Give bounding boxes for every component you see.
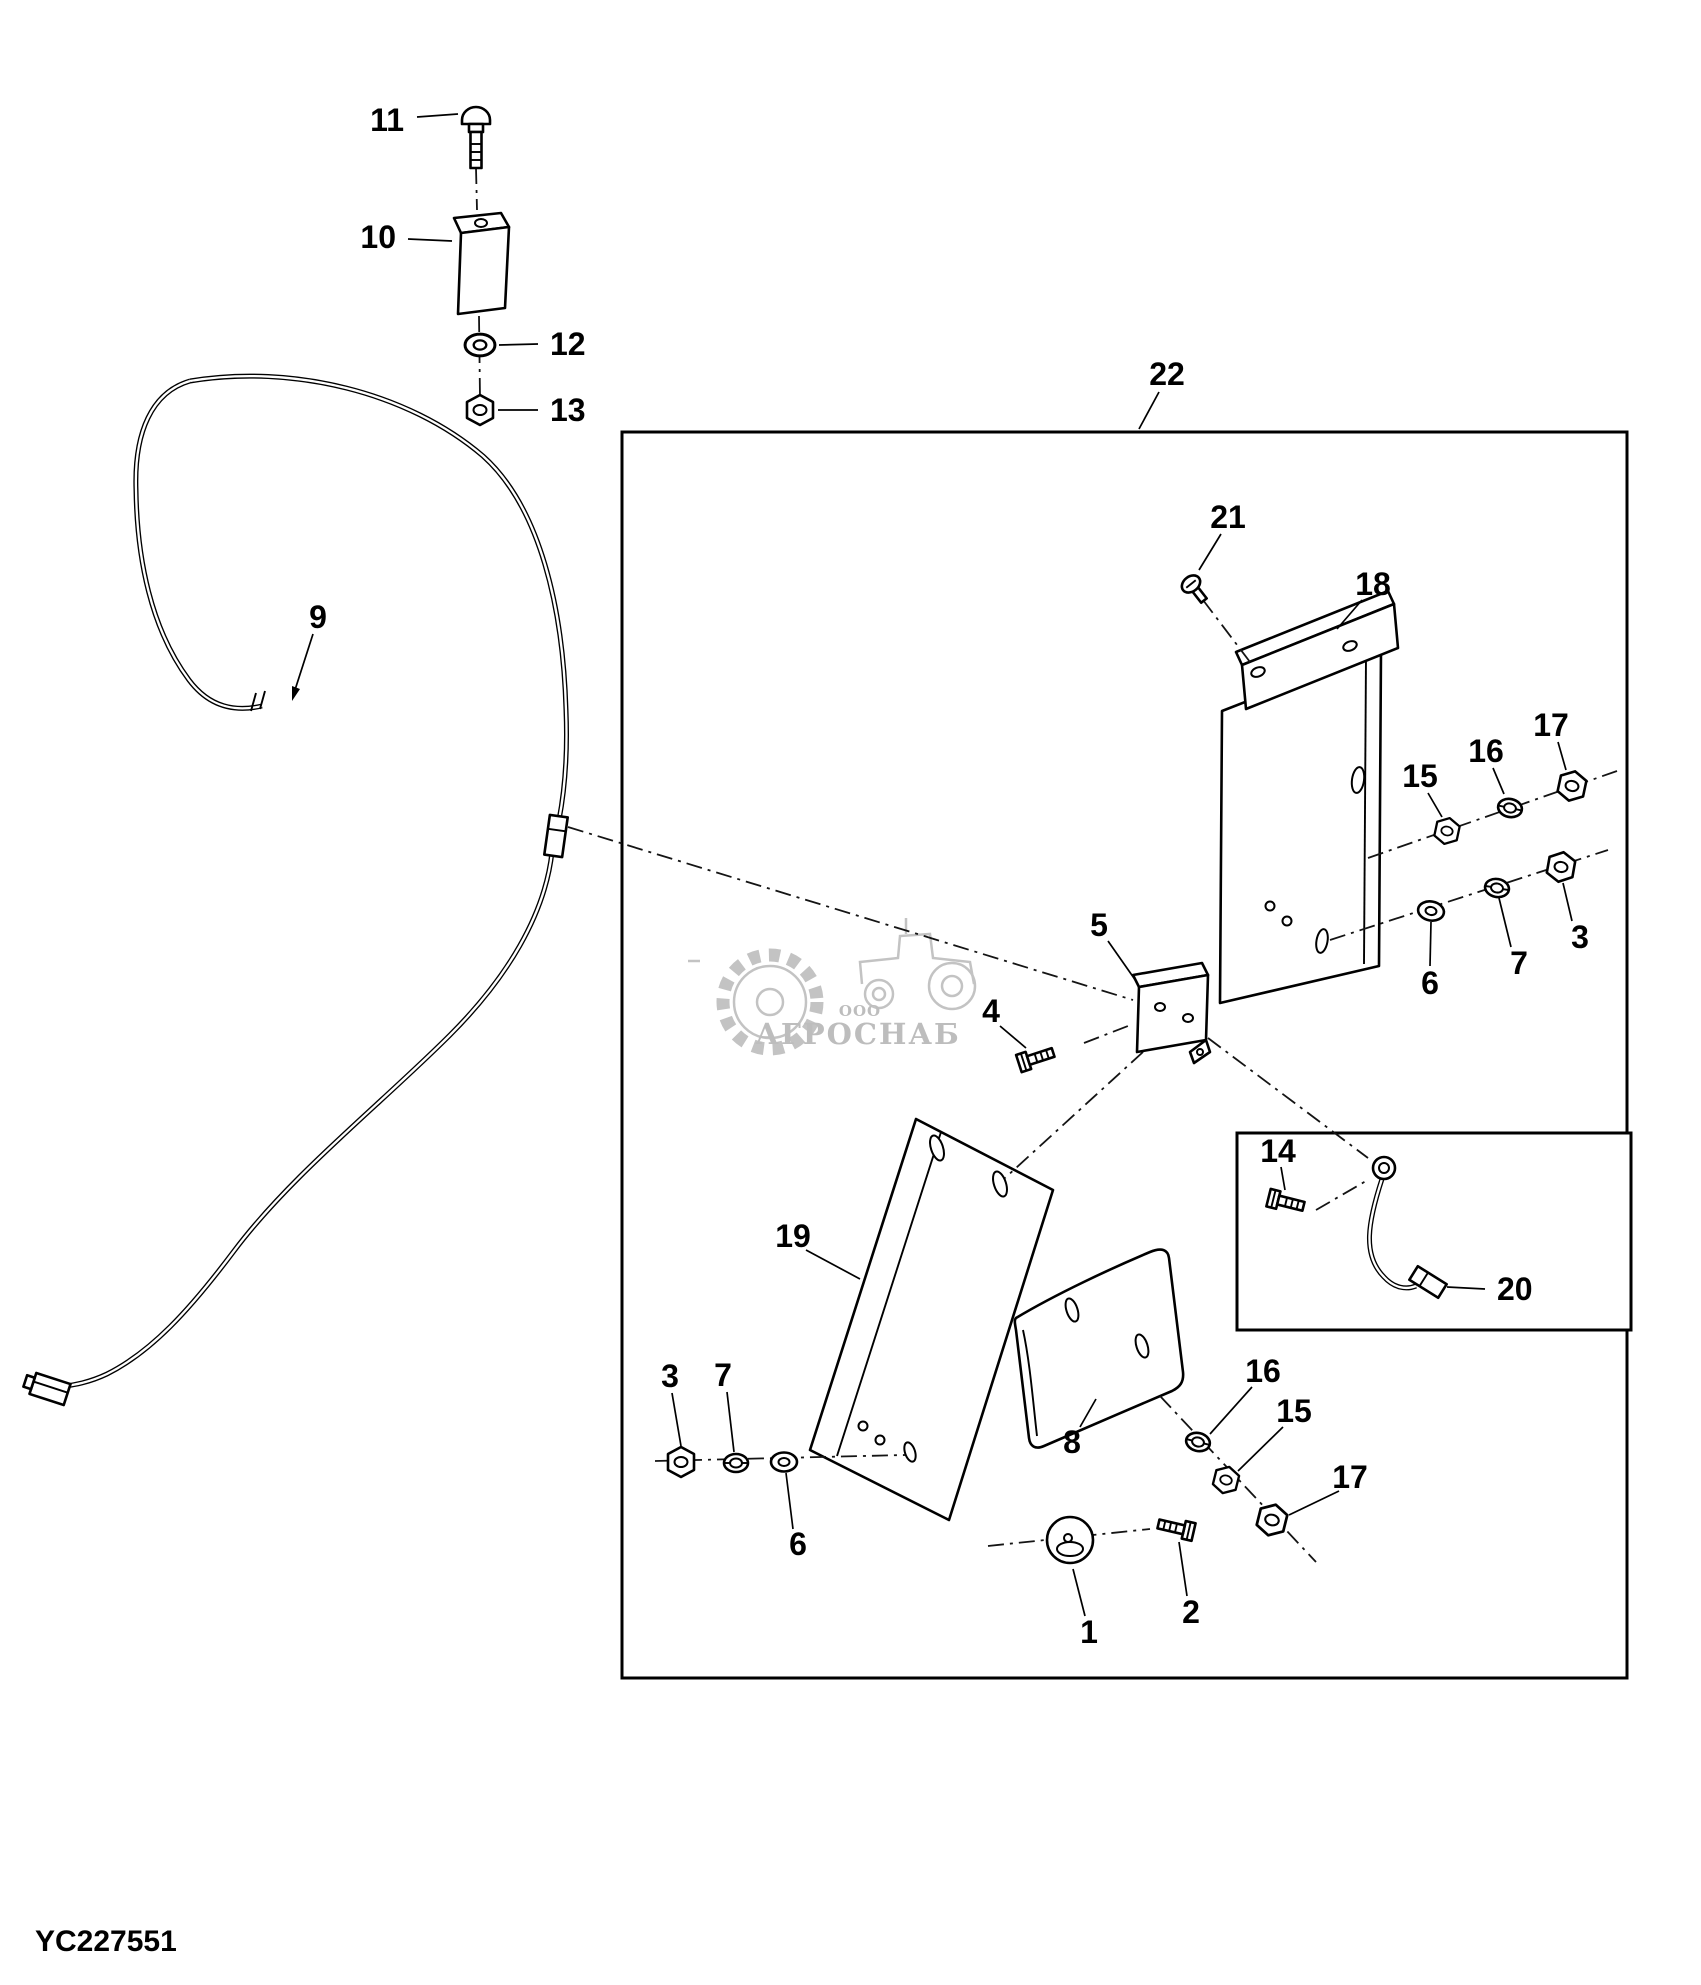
part-13-nut bbox=[465, 393, 495, 427]
callout-label-22: 22 bbox=[1149, 356, 1185, 392]
part-15-nut-lower bbox=[1210, 1462, 1242, 1498]
callout-label-8: 8 bbox=[1063, 1424, 1081, 1460]
callout-leader-15 bbox=[1427, 792, 1443, 818]
callout-leader-20 bbox=[1446, 1286, 1486, 1290]
watermark: ООО АГРОСНАБ bbox=[688, 918, 977, 1056]
part-21-screw bbox=[1180, 574, 1208, 605]
kit-box-22 bbox=[620, 430, 1629, 1680]
callout-leader-17 bbox=[1288, 1490, 1340, 1516]
callout-leader-1 bbox=[1072, 1568, 1086, 1617]
harness-inline-connector bbox=[543, 813, 569, 859]
callout-label-6: 6 bbox=[1421, 965, 1439, 1001]
callout-leader-8 bbox=[1079, 1398, 1097, 1428]
part-17-nut-lower bbox=[1253, 1500, 1291, 1540]
callout-label-14: 14 bbox=[1260, 1133, 1296, 1169]
callout-label-15: 15 bbox=[1276, 1393, 1312, 1429]
callout-leader-16 bbox=[1492, 767, 1505, 795]
callout-label-7: 7 bbox=[1510, 945, 1528, 981]
callout-leader-12 bbox=[498, 343, 539, 346]
part-7-lockwasher bbox=[1482, 875, 1512, 901]
callout-leader-3 bbox=[1562, 882, 1573, 922]
callout-label-2: 2 bbox=[1182, 1594, 1200, 1630]
callout-leader-6 bbox=[785, 1472, 794, 1530]
callout-leader-10 bbox=[407, 238, 453, 242]
part-17-nut bbox=[1554, 767, 1590, 805]
part-9-wiring-harness bbox=[22, 373, 570, 1407]
callout-label-21: 21 bbox=[1210, 499, 1246, 535]
part-10-angle-bracket bbox=[452, 211, 511, 316]
harness-end-connector bbox=[22, 1371, 72, 1407]
part-18-mounting-plate bbox=[1218, 589, 1400, 1005]
document-code: YC227551 bbox=[35, 1925, 177, 1958]
callout-leader-16 bbox=[1209, 1386, 1253, 1435]
callout-label-3: 3 bbox=[1571, 919, 1589, 955]
callout-label-10: 10 bbox=[360, 219, 396, 255]
callout-label-7: 7 bbox=[714, 1357, 732, 1393]
callout-leader-18 bbox=[1336, 599, 1363, 630]
callout-leader-6 bbox=[1429, 921, 1432, 967]
callout-leader-15 bbox=[1237, 1426, 1284, 1472]
part-20-ground-wire bbox=[1366, 1155, 1448, 1300]
part-3-nut bbox=[1544, 848, 1578, 886]
callout-label-17: 17 bbox=[1533, 707, 1569, 743]
callout-leader-3 bbox=[671, 1392, 682, 1447]
part-4-bolt bbox=[1014, 1042, 1058, 1074]
callout-label-18: 18 bbox=[1355, 566, 1391, 602]
callout-leader-4 bbox=[999, 1025, 1027, 1049]
part-11-carriage-bolt bbox=[460, 105, 492, 170]
part-19-mounting-plate bbox=[808, 1117, 1055, 1522]
callout-label-3: 3 bbox=[661, 1358, 679, 1394]
callout-label-11: 11 bbox=[370, 102, 404, 138]
callout-leader-11 bbox=[416, 113, 459, 118]
part-2-screw bbox=[1155, 1513, 1197, 1543]
callout-leader-5 bbox=[1107, 940, 1137, 982]
callout-leader-7 bbox=[1498, 897, 1512, 948]
callout-label-12: 12 bbox=[550, 326, 586, 362]
callout-label-9: 9 bbox=[309, 599, 327, 635]
callout-leader-14 bbox=[1280, 1166, 1286, 1191]
callout-leader-19 bbox=[805, 1249, 861, 1280]
callout-leader-22 bbox=[1138, 391, 1160, 430]
callout-label-5: 5 bbox=[1090, 907, 1108, 943]
callout-label-16: 16 bbox=[1468, 733, 1504, 769]
part-16-lockwasher-lower bbox=[1182, 1429, 1214, 1455]
part-7-lockwasher-lower bbox=[722, 1452, 750, 1474]
callout-label-20: 20 bbox=[1497, 1271, 1533, 1307]
callout-leader-9 bbox=[293, 633, 314, 694]
watermark-company-prefix: ООО bbox=[839, 1002, 881, 1020]
label9-arrowhead bbox=[292, 686, 300, 701]
watermark-tractor-icon bbox=[858, 918, 977, 1011]
callout-leader-17 bbox=[1557, 741, 1567, 771]
callout-label-1: 1 bbox=[1080, 1614, 1098, 1650]
part-3-nut-lower bbox=[666, 1445, 696, 1479]
part-16-lockwasher bbox=[1495, 795, 1525, 821]
part-8-curved-bracket bbox=[1013, 1248, 1185, 1449]
callout-label-6: 6 bbox=[789, 1526, 807, 1562]
callout-label-17: 17 bbox=[1332, 1459, 1368, 1495]
callout-label-13: 13 bbox=[550, 392, 586, 428]
watermark-company-name: АГРОСНАБ bbox=[755, 1017, 961, 1051]
callout-label-15: 15 bbox=[1402, 758, 1438, 794]
part-1-grommet bbox=[1045, 1515, 1095, 1565]
ground-wire-connector bbox=[1408, 1264, 1448, 1300]
watermark-gear-icon bbox=[716, 948, 824, 1056]
part-12-washer bbox=[463, 332, 497, 358]
sub-box-ground-wire bbox=[1235, 1131, 1633, 1332]
part-6-washer bbox=[1415, 898, 1447, 924]
callout-leader-21 bbox=[1198, 533, 1222, 571]
callout-label-4: 4 bbox=[982, 993, 1000, 1029]
callout-label-16: 16 bbox=[1245, 1353, 1281, 1389]
part-5-switch-block bbox=[1131, 961, 1212, 1065]
part-6-washer-lower bbox=[769, 1451, 799, 1473]
assembly-centerlines bbox=[475, 167, 1618, 1563]
callout-label-19: 19 bbox=[775, 1218, 811, 1254]
part-15-nut bbox=[1431, 814, 1463, 848]
callout-leader-7 bbox=[726, 1391, 735, 1453]
callout-leader-2 bbox=[1178, 1541, 1188, 1597]
